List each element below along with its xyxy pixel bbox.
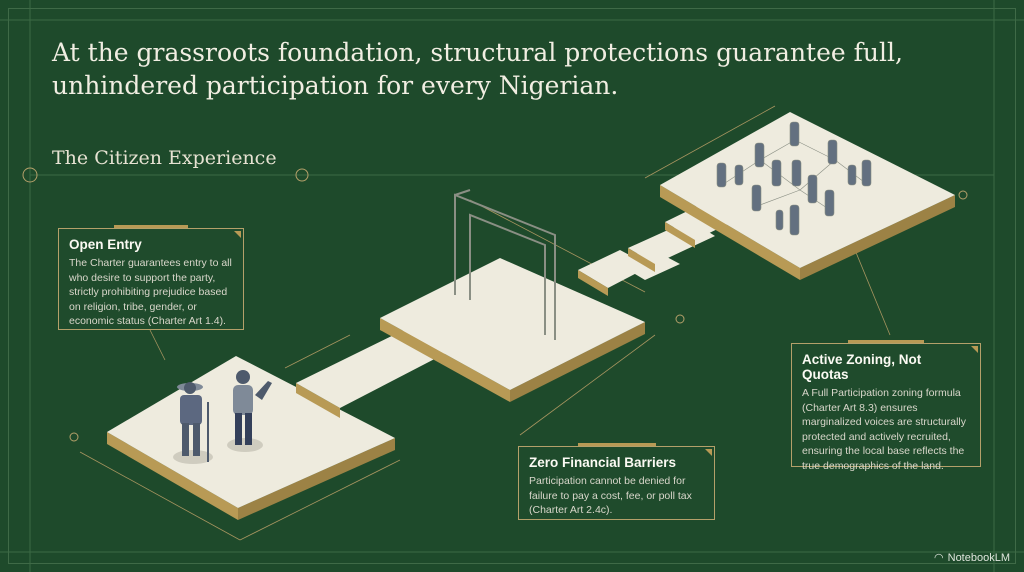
steps <box>578 200 740 296</box>
card-zero-financial-barriers: Zero Financial Barriers Participation ca… <box>518 443 715 520</box>
farmer-figure-icon <box>173 382 213 464</box>
bridge-1 <box>296 328 448 418</box>
card-body: A Full Participation zoning formula (Cha… <box>802 387 966 472</box>
platform-financial <box>380 258 645 402</box>
headline: At the grassroots foundation, structural… <box>52 38 903 100</box>
notebooklm-brand: ◠ NotebookLM <box>934 551 1010 565</box>
card-title: Active Zoning, Not Quotas <box>802 352 922 382</box>
notebooklm-logo-icon: ◠ <box>934 552 944 564</box>
card-title: Open Entry <box>69 237 142 252</box>
card-body: Participation cannot be denied for failu… <box>529 475 692 516</box>
brand-label: NotebookLM <box>947 551 1010 564</box>
card-body: The Charter guarantees entry to all who … <box>69 257 232 327</box>
network-people-icon <box>716 121 872 236</box>
card-open-entry: Open Entry The Charter guarantees entry … <box>58 225 244 330</box>
card-title: Zero Financial Barriers <box>529 455 677 470</box>
laptop-user-figure-icon <box>227 370 272 452</box>
gear-icons <box>22 167 968 442</box>
section-subtitle: The Citizen Experience <box>52 147 277 169</box>
card-active-zoning: Active Zoning, Not Quotas A Full Partici… <box>791 340 981 472</box>
gate-icon <box>454 189 556 340</box>
platform-zoning <box>660 112 955 280</box>
